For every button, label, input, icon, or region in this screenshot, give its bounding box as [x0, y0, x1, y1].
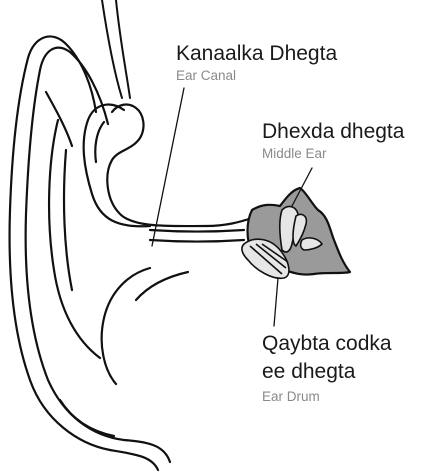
outer-ear-pinna — [10, 36, 188, 470]
label-ear-drum-secondary: Ear Drum — [262, 389, 392, 405]
leader-line-ear-drum — [274, 278, 278, 326]
label-ear-drum: Qaybta codka ee dhegta Ear Drum — [262, 330, 392, 404]
head-contour-lines — [102, 0, 130, 98]
label-middle-ear-primary: Dhexda dhegta — [262, 120, 404, 144]
label-ear-drum-primary-line2: ee dhegta — [262, 358, 392, 386]
label-middle-ear-secondary: Middle Ear — [262, 146, 404, 162]
label-middle-ear: Dhexda dhegta Middle Ear — [262, 120, 404, 162]
ear-canal-tube — [95, 105, 252, 242]
leader-line-ear-canal — [152, 88, 184, 246]
label-ear-drum-primary-line1: Qaybta codka — [262, 330, 392, 358]
label-ear-canal-secondary: Ear Canal — [176, 68, 337, 84]
label-ear-canal: Kanaalka Dhegta Ear Canal — [176, 42, 337, 84]
label-ear-canal-primary: Kanaalka Dhegta — [176, 42, 337, 66]
